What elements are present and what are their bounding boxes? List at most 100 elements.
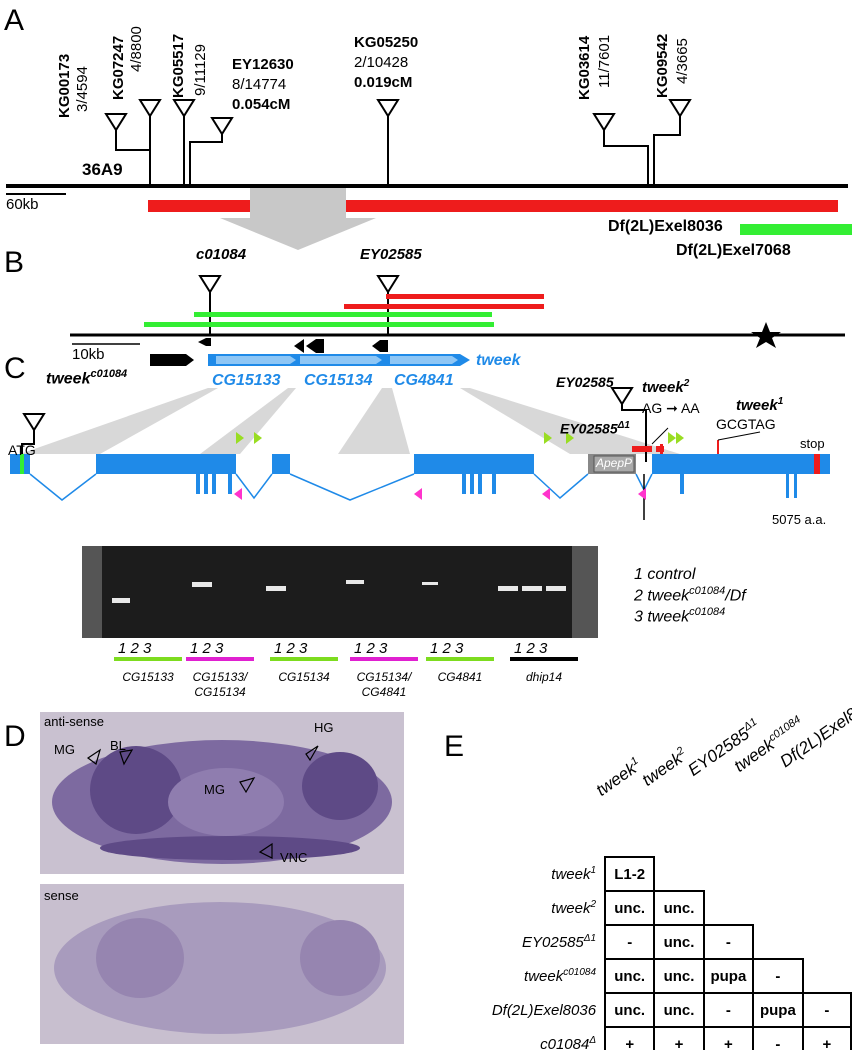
atg-label: ATG [8,442,36,458]
gel-lane-numbers: 1 2 3 [190,640,224,657]
panel-c-letter: C [4,352,26,385]
panel-d-letter: D [4,720,26,753]
matrix-row-header: tweek2 [551,899,597,917]
matrix-cell: - [702,924,755,960]
gel-group-label: CG15134/ [356,670,412,684]
gel-group-bar [270,657,338,661]
gel-group-label: dhip14 [525,670,563,684]
annot-mg-2: MG [204,782,225,797]
matrix-cell: + [653,1026,705,1050]
ins-ey02585-label: EY02585 [360,246,422,263]
matrix-row: tweek1 L1-2 [430,856,851,892]
gel-legend: 1 control 2 tweekc01084/Df 3 tweekc01084 [634,566,746,626]
panel-b-map [70,275,845,366]
matrix-cell: + [702,1026,755,1050]
ins-name-kg07247: KG07247 [110,35,127,100]
antisense-label: anti-sense [44,714,104,729]
legend-item-2: 2 tweekc01084/Df [634,585,746,605]
matrix-cell: - [604,924,656,960]
ins-name-kg03614: KG03614 [576,35,593,100]
apepp-label: ApepP [596,456,633,470]
ins-cm-ey12630: 0.054cM [232,96,291,113]
sense-label: sense [44,888,79,903]
gel-group-label: CG15133 [122,670,174,684]
ins-count-kg09542: 4/3665 [674,38,691,84]
col-header-tweek1: tweek1 [592,754,641,800]
matrix-cell: L1-2 [604,856,656,892]
gel-lane-numbers: 1 2 3 [118,640,152,657]
embryo-sense-image [40,884,404,1044]
ins-count-kg00173: 3/4594 [74,66,91,112]
gel-group-label: CG4841 [437,670,483,684]
ins-count-ey12630: 8/14774 [232,76,287,93]
panel-e-letter: E [444,730,465,763]
matrix-row: c01084Δ+++-+ [430,1026,852,1050]
matrix-cell: unc. [653,958,705,994]
matrix-cell: pupa [702,958,755,994]
scale-10kb: 10kb [72,346,105,363]
matrix-cell: unc. [653,924,705,960]
gel-group-label: CG15134 [278,670,330,684]
gel-lane-numbers: 1 2 3 [430,640,464,657]
cg15134-label: CG15134 [304,372,373,389]
allele-c01084-label: tweekc01084 [46,368,128,388]
df-exel7068-label: Df(2L)Exel7068 [676,242,791,259]
matrix-cell: unc. [653,890,705,926]
gel-lane-numbers: 1 2 3 [514,640,548,657]
matrix-cell: unc. [604,992,656,1028]
matrix-row: EY02585Δ1-unc.- [430,924,851,960]
panel-b-letter: B [4,246,25,279]
aa-length-label: 5075 a.a. [772,512,827,527]
rt-pcr-gel [82,546,598,638]
gel-group-bar [114,657,182,661]
matrix-cell: - [752,958,804,994]
matrix-row: tweek2 unc.unc. [430,890,851,926]
panel-a-letter: A [4,4,25,37]
tweek-gene-label: tweek [476,352,521,369]
tweek2-change: AG ➞ AA [642,400,700,416]
matrix-cell: unc. [604,958,656,994]
matrix-row-header: Df(2L)Exel8036 [491,1002,597,1019]
matrix-cell: unc. [653,992,705,1028]
ins-name-kg09542: KG09542 [654,33,671,98]
gel-lane-numbers: 1 2 3 [274,640,308,657]
matrix-cell: pupa [752,992,804,1028]
gel-lane-numbers: 1 2 3 [354,640,388,657]
gel-group-label-2: CG15134 [194,685,246,699]
stop-label: stop [800,436,825,451]
ins-name-kg00173: KG00173 [56,53,73,118]
ins-count-kg05517: 9/11129 [192,44,209,96]
panel-c-gene-structure [10,387,830,520]
matrix-row-header: EY02585Δ1 [522,933,597,951]
tweek1-change: GCGTAG [716,416,776,432]
matrix-cell: - [752,1026,804,1050]
matrix-cell: unc. [604,890,656,926]
gel-group-bar [426,657,494,661]
panel-a-map [6,99,852,250]
ins-cm-kg05250: 0.019cM [354,74,413,91]
ey02585-delta-label: EY02585Δ1 [560,420,630,437]
scale-60kb: 60kb [6,196,39,213]
ins-name-kg05517: KG05517 [170,33,187,98]
matrix-cell: + [801,1026,852,1050]
ey02585-label-c: EY02585 [556,374,614,390]
cg4841-label: CG4841 [394,372,454,389]
ins-count-kg05250: 2/10428 [354,54,409,71]
matrix-row-header: c01084Δ [540,1035,597,1050]
matrix-row-header: tweek1 [551,865,597,883]
gel-group-label: CG15133/ [192,670,248,684]
ins-c01084-label: c01084 [196,246,247,263]
matrix-row-header: tweekc01084 [524,967,597,985]
embryo-antisense-image [40,712,404,874]
matrix-cell: - [702,992,755,1028]
legend-item-1: 1 control [634,566,696,583]
legend-item-3: 3 tweekc01084 [634,606,726,626]
ins-count-kg07247: 4/8800 [128,26,145,72]
matrix-cell: + [604,1026,656,1050]
tweek1-label: tweek1 [736,396,784,414]
gel-group-bar [186,657,254,661]
